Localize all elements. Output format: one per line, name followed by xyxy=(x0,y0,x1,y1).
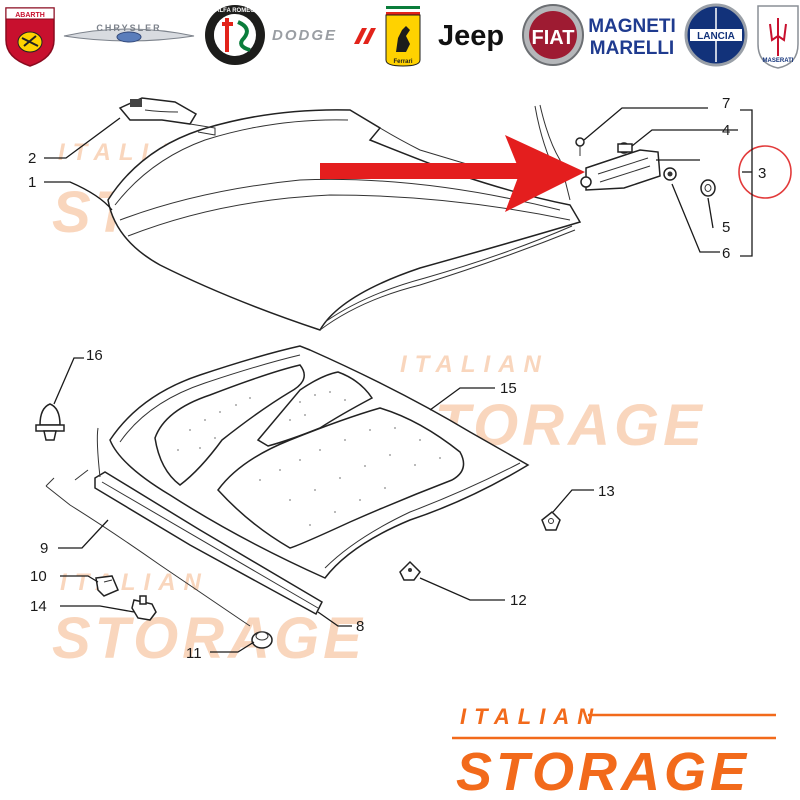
brand-logo-strip: ABARTH CHRYSLER ALFA ROMEO DODGE xyxy=(5,3,799,69)
grommet-11 xyxy=(251,631,273,649)
svg-text:ITALIAN: ITALIAN xyxy=(460,704,601,729)
svg-text:MAGNETI: MAGNETI xyxy=(588,16,676,37)
hood-inner-panel xyxy=(109,345,530,579)
label-6: 6 xyxy=(722,245,730,262)
svg-text:CHRYSLER: CHRYSLER xyxy=(96,23,161,33)
leader-lines xyxy=(44,107,753,653)
hood-panel xyxy=(107,104,582,331)
svg-text:MASERATI: MASERATI xyxy=(763,58,794,64)
svg-text:Jeep: Jeep xyxy=(438,20,504,52)
label-4: 4 xyxy=(722,122,730,139)
label-9: 9 xyxy=(40,540,48,557)
svg-text:STORAGE: STORAGE xyxy=(456,742,750,800)
clip-10 xyxy=(95,575,119,597)
fiat-logo: FIAT xyxy=(522,4,584,66)
svg-text:ABARTH: ABARTH xyxy=(15,12,45,19)
highlight-circle xyxy=(738,145,792,199)
svg-text:FIAT: FIAT xyxy=(532,27,575,49)
label-15: 15 xyxy=(500,380,517,397)
svg-text:ITALIAN: ITALIAN xyxy=(60,569,209,596)
jeep-logo: Jeep xyxy=(438,20,504,52)
svg-text:MARELLI: MARELLI xyxy=(590,38,674,59)
support-rod xyxy=(45,469,251,627)
maserati-logo: MASERATI xyxy=(757,5,799,69)
label-7: 7 xyxy=(722,95,730,112)
label-16: 16 xyxy=(86,347,103,364)
footer-brand-logo: ITALIAN STORAGE xyxy=(452,704,776,800)
abarth-logo: ABARTH xyxy=(5,7,55,67)
highlight-arrow xyxy=(320,135,585,212)
alfa-romeo-logo: ALFA ROMEO xyxy=(205,5,265,65)
svg-text:DODGE: DODGE xyxy=(272,27,337,44)
label-14: 14 xyxy=(30,598,47,615)
magneti-marelli-logo: MAGNETI MARELLI xyxy=(588,16,676,59)
label-2: 2 xyxy=(28,150,36,167)
label-1: 1 xyxy=(28,174,36,191)
chrysler-logo: CHRYSLER xyxy=(63,23,195,43)
svg-text:Ferrari: Ferrari xyxy=(393,59,412,65)
svg-text:ALFA ROMEO: ALFA ROMEO xyxy=(215,8,255,14)
hood-bracket xyxy=(118,97,216,136)
part-labels: 2 1 7 4 3 5 6 16 15 13 9 10 14 12 8 11 xyxy=(28,95,766,662)
label-8: 8 xyxy=(356,618,364,635)
dodge-logo: DODGE xyxy=(272,27,376,44)
clip-14 xyxy=(131,595,157,621)
rubber-bumper xyxy=(35,403,65,441)
label-12: 12 xyxy=(510,592,527,609)
label-11: 11 xyxy=(186,645,202,662)
clip-12 xyxy=(399,560,421,581)
svg-text:STORAGE: STORAGE xyxy=(52,606,366,671)
seal-strip xyxy=(94,427,323,616)
hinge-assembly xyxy=(575,137,716,197)
small-parts xyxy=(35,403,561,649)
label-3: 3 xyxy=(758,165,766,182)
label-13: 13 xyxy=(598,483,615,500)
lancia-logo: LANCIA xyxy=(684,3,748,67)
clip-13 xyxy=(541,510,561,531)
label-5: 5 xyxy=(722,219,730,236)
svg-text:LANCIA: LANCIA xyxy=(697,31,735,42)
svg-text:ITALIAN: ITALIAN xyxy=(400,351,549,378)
ferrari-logo: Ferrari xyxy=(385,6,421,67)
label-10: 10 xyxy=(30,568,47,585)
